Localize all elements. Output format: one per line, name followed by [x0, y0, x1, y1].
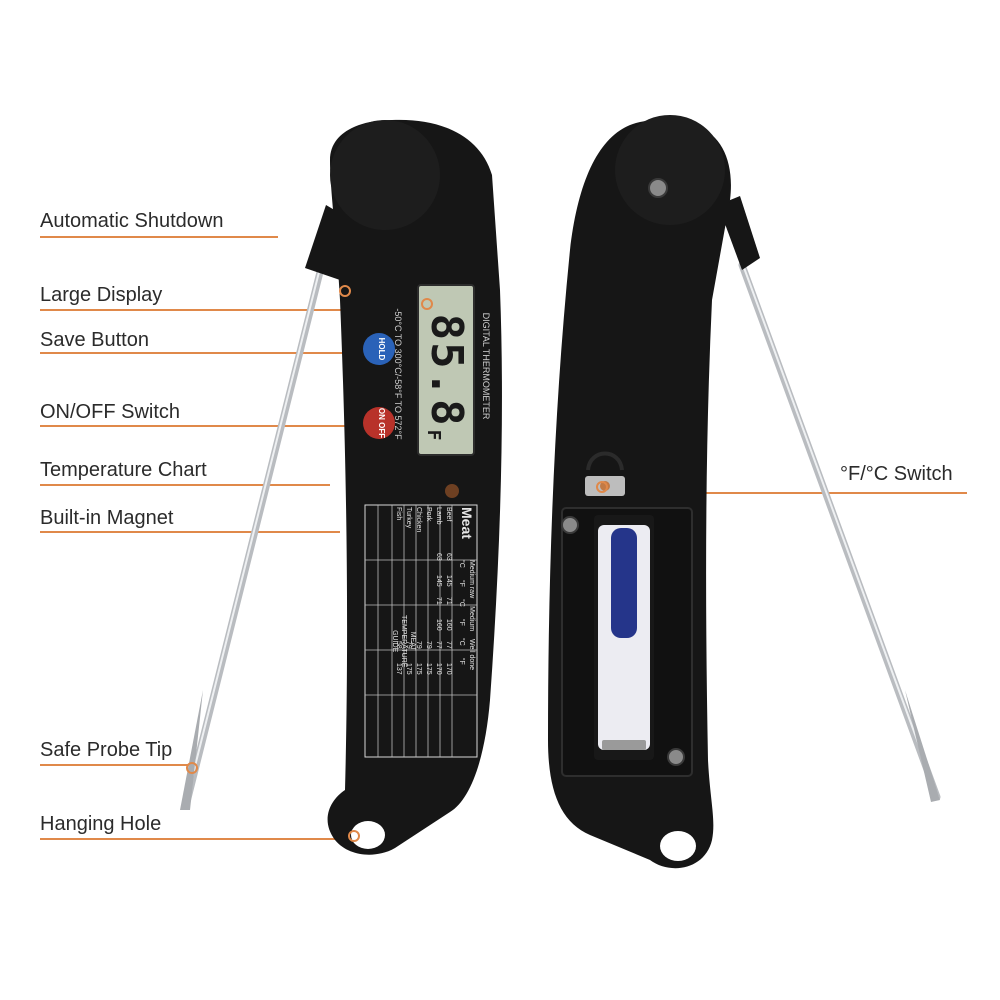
meat-temp-cell: [393, 597, 403, 613]
meat-name: Pork: [425, 507, 432, 522]
meat-temp-cell: [413, 597, 423, 613]
meat-temp-cell: [403, 597, 413, 613]
meat-temp-cell: 170: [445, 663, 452, 675]
meat-temp-cell: 160: [435, 619, 442, 631]
dot-unit-switch: [596, 481, 608, 493]
meat-temp-cell: 63: [445, 553, 452, 561]
meat-temp-cell: [423, 575, 433, 591]
meat-temp-cell: [393, 575, 403, 591]
meat-temp-cell: 145: [445, 575, 452, 587]
meat-temp-cell: 71: [435, 597, 442, 605]
unit-cell: °F: [458, 657, 465, 665]
col-well-done: Well done: [468, 639, 475, 671]
on-off-label: ON OFF: [377, 407, 386, 439]
meat-temp-cell: 145: [435, 575, 442, 587]
label-safe-probe-tip: Safe Probe Tip: [40, 739, 173, 761]
unit-cell: °C: [458, 560, 465, 568]
meat-guide-row: Pork 79 175: [423, 507, 433, 679]
meat-name: Beef: [445, 507, 452, 522]
label-temperature-chart: Temperature Chart: [40, 459, 207, 481]
range-text: -50°C TO 300°C/-58°F TO 572°F: [393, 308, 403, 440]
guide-title-1: MEAT: [409, 631, 416, 651]
meat-name: Fish: [395, 507, 402, 521]
hold-button: [363, 333, 395, 365]
col-medium-raw: Medium raw: [468, 560, 475, 599]
unit-cell: °C: [458, 637, 465, 646]
meat-temp-cell: [413, 553, 423, 569]
dot-hanging-hole: [348, 830, 360, 842]
meat-temp-cell: 79: [425, 641, 432, 649]
leader-unit-switch: [605, 492, 967, 494]
meat-guide: Meat Medium raw Medium Well done °C °F °…: [365, 505, 477, 757]
unit-cell: °C: [458, 598, 465, 607]
on-off-button: [363, 407, 395, 439]
guide-title-3: GUIDE: [391, 630, 398, 653]
guide-title-2: TEMPERATURE: [400, 615, 407, 668]
leader-temperature-chart: [40, 484, 330, 486]
unit-switch-loop: [586, 451, 624, 471]
screw-compartment-top: [561, 516, 579, 534]
meat-guide-row: Beef 63 145 71 160 77 170: [443, 507, 453, 679]
hinge-back: [718, 196, 760, 270]
leader-save-button: [40, 352, 368, 354]
dot-large-display: [421, 298, 433, 310]
meat-guide-heading: Meat: [459, 507, 475, 539]
meat-temp-cell: 170: [435, 663, 442, 675]
meat-temp-cell: [393, 553, 403, 569]
leader-automatic-shutdown: [40, 236, 278, 238]
col-medium: Medium: [468, 606, 475, 632]
lcd-screen: [417, 284, 475, 456]
meat-temp-cell: 175: [425, 663, 432, 675]
hold-label: HOLD: [377, 337, 386, 361]
meat-temp-cell: [403, 553, 413, 569]
meat-temp-cell: 77: [445, 641, 452, 649]
model-text: DIGITAL THERMOMETER: [481, 312, 491, 420]
leader-large-display: [40, 309, 425, 311]
unit-cell: °F: [458, 579, 465, 587]
dot-safe-probe-tip: [186, 762, 198, 774]
hanging-hole-back: [660, 831, 696, 861]
leader-built-in-magnet: [40, 531, 340, 533]
screw-compartment-bottom: [667, 748, 685, 766]
label-large-display: Large Display: [40, 284, 163, 306]
lcd-value: 85.8: [421, 313, 473, 428]
label-on-off-switch: ON/OFF Switch: [40, 401, 181, 423]
meat-temp-cell: 77: [435, 641, 442, 649]
meat-temp-cell: [423, 597, 433, 613]
meat-temp-cell: 160: [445, 619, 452, 631]
meat-name: Turkey: [405, 507, 412, 529]
dot-automatic-shutdown: [339, 285, 351, 297]
meat-guide-row: Lamb 63 145 71 160 77 170: [433, 507, 443, 679]
meat-temp-cell: [423, 553, 433, 569]
meat-name: Chicken: [415, 507, 422, 533]
leader-on-off-switch: [40, 425, 370, 427]
label-save-button: Save Button: [40, 329, 149, 351]
meat-temp-cell: [423, 619, 433, 635]
screw-top: [648, 178, 668, 198]
unit-cell: °F: [458, 618, 465, 626]
meat-temp-cell: 71: [445, 597, 452, 605]
lcd-unit: F: [423, 429, 444, 443]
leader-hanging-hole: [40, 838, 352, 840]
leader-safe-probe-tip: [40, 764, 188, 766]
temperature-chart-frame: [364, 504, 478, 758]
label-built-in-magnet: Built-in Magnet: [40, 507, 174, 529]
lcd-reading: 85.8 F: [421, 293, 473, 463]
label-unit-switch: °F/°C Switch: [840, 463, 953, 485]
meat-name: Lamb: [435, 507, 442, 525]
meat-temp-cell: [403, 575, 413, 591]
label-automatic-shutdown: Automatic Shutdown: [40, 210, 224, 232]
meat-temp-cell: [413, 575, 423, 591]
label-hanging-hole: Hanging Hole: [40, 813, 162, 835]
hanging-hole-front: [351, 821, 385, 849]
meat-temp-cell: 63: [435, 553, 442, 561]
